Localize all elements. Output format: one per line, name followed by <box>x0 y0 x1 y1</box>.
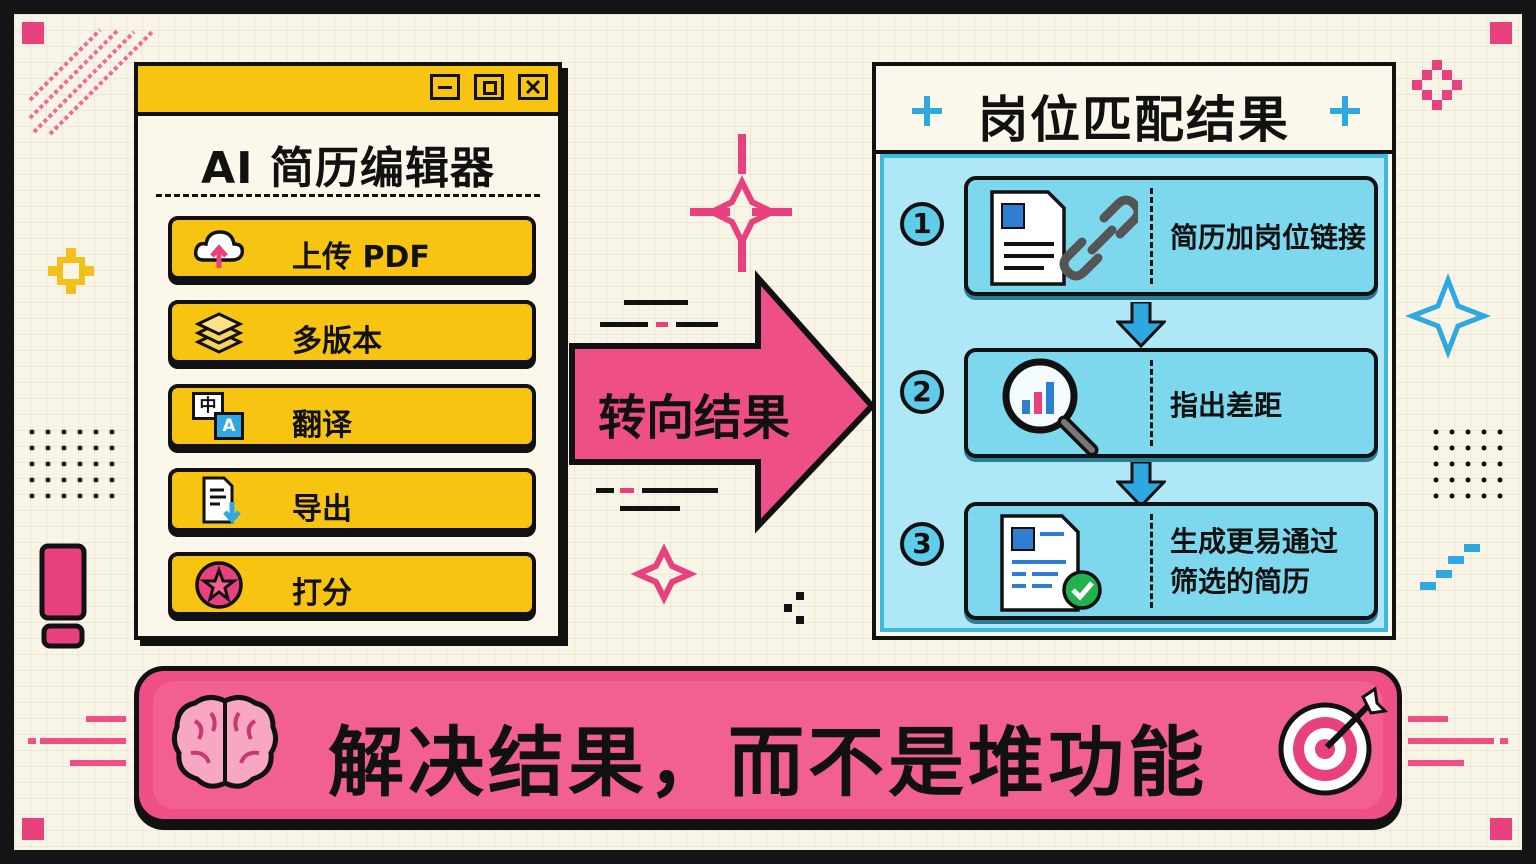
step-text-2: 指出差距 <box>1170 386 1366 426</box>
step-card-3: 生成更易通过 筛选的简历 <box>964 502 1378 620</box>
menu-label-score: 打分 <box>292 576 352 611</box>
banner-streaks-left <box>28 716 126 766</box>
banner-slogan: 解决结果，而不是堆功能 <box>328 718 1208 807</box>
layers-icon <box>194 312 244 354</box>
translate-icon: 中 A <box>192 392 246 442</box>
menu-label-export: 导出 <box>292 492 352 527</box>
speed-lines-top <box>600 300 718 327</box>
minimize-icon[interactable] <box>430 74 460 100</box>
step-line: 指出差距 <box>1170 389 1283 422</box>
corner-square-bl <box>22 818 44 840</box>
corner-square-br <box>1490 818 1512 840</box>
resume-editor-window: AI 简历编辑器 上传 PDF 多版本 中 A 翻译 导出 <box>134 62 562 640</box>
down-arrow-icon <box>1116 302 1166 348</box>
corner-square-tl <box>22 22 44 44</box>
multi-version-button[interactable]: 多版本 <box>168 300 536 364</box>
translate-button[interactable]: 中 A 翻译 <box>168 384 536 448</box>
cyan-spark-left-icon <box>912 96 942 126</box>
export-document-icon <box>202 476 241 524</box>
panel-title: 岗位匹配结果 <box>978 91 1290 149</box>
menu-label-upload: 上传 PDF <box>292 240 430 275</box>
window-title-bar <box>138 66 558 116</box>
cyan-sparkle-icon <box>1405 273 1491 359</box>
pixel-dots <box>784 592 804 624</box>
step-line: 简历加岗位链接 <box>1170 221 1367 254</box>
panel-header: 岗位匹配结果 <box>876 66 1392 154</box>
target-arrow-icon <box>1278 686 1389 796</box>
sparkle-top-icon <box>690 134 792 272</box>
step-text-1: 简历加岗位链接 <box>1170 218 1366 258</box>
step-line: 生成更易通过 <box>1170 525 1339 558</box>
blue-dashes <box>1420 544 1480 590</box>
magnify-chart-icon <box>1002 358 1099 457</box>
menu-label-translate: 翻译 <box>292 408 352 443</box>
exclamation-icon <box>39 543 87 649</box>
step-text-3: 生成更易通过 筛选的简历 <box>1170 522 1366 602</box>
corner-square-tr <box>1490 22 1512 44</box>
star-badge-icon <box>195 561 243 609</box>
speed-lines-bottom <box>596 488 718 511</box>
translate-target-glyph: A <box>214 412 244 440</box>
step-number-3: 3 <box>900 522 944 566</box>
step-number-2: 2 <box>900 370 944 414</box>
pink-sparkle-icon <box>1412 60 1462 110</box>
title-divider <box>156 194 540 197</box>
step-line: 筛选的简历 <box>1170 565 1311 598</box>
job-match-panel: 岗位匹配结果 1 简历加岗位链接 <box>872 62 1396 640</box>
dot-grid-left <box>29 429 115 499</box>
close-icon[interactable] <box>518 74 548 100</box>
steps-area: 1 简历加岗位链接 2 <box>880 154 1388 632</box>
upload-pdf-button[interactable]: 上传 PDF <box>168 216 536 280</box>
dot-grid-right <box>1433 429 1503 499</box>
upload-cloud-icon <box>193 230 245 268</box>
editor-title: AI 简历编辑器 <box>201 143 495 194</box>
score-button[interactable]: 打分 <box>168 552 536 616</box>
brain-icon <box>171 695 279 789</box>
banner-inner <box>153 681 1383 809</box>
step-divider <box>1150 514 1153 608</box>
menu-label-versions: 多版本 <box>292 324 382 359</box>
step-number-1: 1 <box>900 202 944 246</box>
down-arrow-icon <box>1116 462 1166 508</box>
resume-link-icon <box>990 190 1138 286</box>
direction-arrow <box>569 270 877 534</box>
translate-source-glyph: 中 <box>192 392 224 420</box>
sparkle-bottom-icon <box>630 543 698 605</box>
cyan-spark-right-icon <box>1330 96 1360 126</box>
step-divider <box>1150 360 1153 446</box>
yellow-sparkle-icon <box>48 248 94 294</box>
arrow-label: 转向结果 <box>598 390 791 446</box>
export-button[interactable]: 导出 <box>168 468 536 532</box>
resume-check-icon <box>1000 514 1102 612</box>
maximize-icon[interactable] <box>474 74 504 100</box>
step-card-2: 指出差距 <box>964 348 1378 458</box>
slogan-banner: 解决结果，而不是堆功能 <box>134 666 1402 824</box>
step-divider <box>1150 188 1153 284</box>
slash-lines <box>28 28 154 136</box>
banner-streaks-right <box>1408 716 1508 766</box>
step-card-1: 简历加岗位链接 <box>964 176 1378 296</box>
